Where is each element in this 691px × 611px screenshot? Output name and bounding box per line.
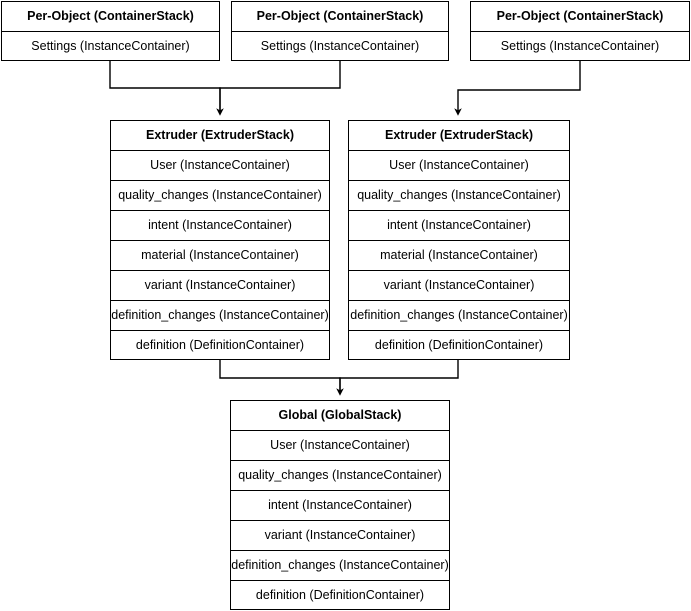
node-row: material (InstanceContainer)	[111, 241, 329, 271]
connector-per-object-2-to-extruder-1	[219, 61, 341, 112]
node-row: quality_changes (InstanceContainer)	[349, 181, 569, 211]
node-row: User (InstanceContainer)	[231, 431, 449, 461]
node-header: Per-Object (ContainerStack)	[232, 2, 448, 32]
node-row: material (InstanceContainer)	[349, 241, 569, 271]
node-row: quality_changes (InstanceContainer)	[111, 181, 329, 211]
node-row: variant (InstanceContainer)	[111, 271, 329, 301]
node-global[interactable]: Global (GlobalStack) User (InstanceConta…	[230, 400, 450, 610]
node-header: Per-Object (ContainerStack)	[471, 2, 689, 32]
node-extruder-2[interactable]: Extruder (ExtruderStack) User (InstanceC…	[348, 120, 570, 360]
node-row: Settings (InstanceContainer)	[500, 39, 660, 53]
node-header: Global (GlobalStack)	[231, 401, 449, 431]
node-row: definition (DefinitionContainer)	[374, 338, 544, 352]
node-row: variant (InstanceContainer)	[349, 271, 569, 301]
connector-per-object-1-to-extruder-1	[109, 61, 224, 116]
node-row: User (InstanceContainer)	[349, 151, 569, 181]
node-row: intent (InstanceContainer)	[111, 211, 329, 241]
node-row: definition (DefinitionContainer)	[255, 588, 425, 602]
node-per-object-3[interactable]: Per-Object (ContainerStack) Settings (In…	[470, 1, 690, 61]
node-row: definition_changes (InstanceContainer)	[111, 301, 329, 331]
node-header: Extruder (ExtruderStack)	[349, 121, 569, 151]
node-row: intent (InstanceContainer)	[349, 211, 569, 241]
node-extruder-1[interactable]: Extruder (ExtruderStack) User (InstanceC…	[110, 120, 330, 360]
node-header: Per-Object (ContainerStack)	[2, 2, 219, 32]
node-per-object-2[interactable]: Per-Object (ContainerStack) Settings (In…	[231, 1, 449, 61]
connector-per-object-3-to-extruder-2	[454, 61, 581, 116]
node-row: User (InstanceContainer)	[111, 151, 329, 181]
node-row: definition_changes (InstanceContainer)	[349, 301, 569, 331]
node-header: Extruder (ExtruderStack)	[111, 121, 329, 151]
node-row: Settings (InstanceContainer)	[260, 39, 420, 53]
node-row: definition (DefinitionContainer)	[135, 338, 305, 352]
node-row: quality_changes (InstanceContainer)	[231, 461, 449, 491]
node-per-object-1[interactable]: Per-Object (ContainerStack) Settings (In…	[1, 1, 220, 61]
connector-extruder-2-to-global	[339, 360, 459, 392]
node-row: variant (InstanceContainer)	[231, 521, 449, 551]
node-row: Settings (InstanceContainer)	[31, 39, 190, 53]
node-row: definition_changes (InstanceContainer)	[231, 551, 449, 581]
node-row: intent (InstanceContainer)	[231, 491, 449, 521]
connector-extruder-1-to-global	[219, 360, 344, 396]
